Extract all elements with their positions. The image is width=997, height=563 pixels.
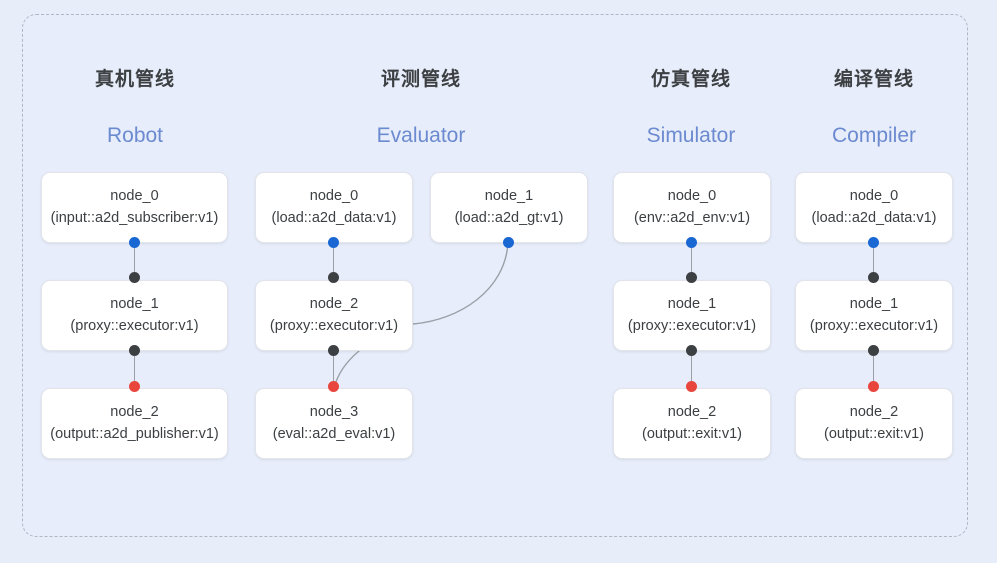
node-name: node_1 bbox=[849, 295, 899, 312]
node-box-robot-0[interactable]: node_0 (input::a2d_subscriber:v1) bbox=[41, 172, 228, 243]
column-title-compiler: 编译管线 bbox=[833, 69, 914, 90]
node-name: node_2 bbox=[849, 403, 899, 420]
node-type: (eval::a2d_eval:v1) bbox=[272, 425, 396, 442]
node-type: (load::a2d_data:v1) bbox=[811, 209, 937, 226]
node-type: (proxy::executor:v1) bbox=[269, 317, 399, 334]
port-input-compiler-2[interactable] bbox=[868, 381, 879, 392]
node-name: node_1 bbox=[667, 295, 717, 312]
port-input-robot-1[interactable] bbox=[129, 272, 140, 283]
port-output-evaluator-1[interactable] bbox=[503, 237, 514, 248]
connector-evaluator-0-2 bbox=[333, 243, 335, 279]
port-output-compiler-1[interactable] bbox=[868, 345, 879, 356]
connector-simulator-0-1 bbox=[691, 243, 693, 279]
port-input-compiler-1[interactable] bbox=[868, 272, 879, 283]
node-box-evaluator-0[interactable]: node_0 (load::a2d_data:v1) bbox=[255, 172, 413, 243]
column-subtitle-compiler: Compiler bbox=[831, 124, 917, 147]
column-title-robot: 真机管线 bbox=[94, 69, 175, 90]
node-name: node_2 bbox=[110, 403, 159, 420]
node-type: (output::exit:v1) bbox=[824, 425, 924, 442]
node-box-compiler-0[interactable]: node_0 (load::a2d_data:v1) bbox=[795, 172, 953, 243]
connector-compiler-1-2 bbox=[873, 351, 875, 387]
port-output-compiler-0[interactable] bbox=[868, 237, 879, 248]
node-box-simulator-2[interactable]: node_2 (output::exit:v1) bbox=[613, 388, 771, 459]
node-box-evaluator-1[interactable]: node_1 (load::a2d_gt:v1) bbox=[430, 172, 588, 243]
node-box-simulator-1[interactable]: node_1 (proxy::executor:v1) bbox=[613, 280, 771, 351]
port-output-evaluator-0[interactable] bbox=[328, 237, 339, 248]
connector-simulator-1-2 bbox=[691, 351, 693, 387]
node-type: (proxy::executor:v1) bbox=[70, 317, 199, 334]
node-name: node_2 bbox=[667, 403, 717, 420]
node-box-simulator-0[interactable]: node_0 (env::a2d_env:v1) bbox=[613, 172, 771, 243]
column-title-evaluator: 评测管线 bbox=[380, 69, 461, 90]
port-output-robot-0[interactable] bbox=[129, 237, 140, 248]
port-output-robot-1[interactable] bbox=[129, 345, 140, 356]
node-name: node_0 bbox=[110, 187, 159, 204]
connector-robot-1-2 bbox=[134, 351, 136, 387]
column-subtitle-simulator: Simulator bbox=[646, 124, 736, 147]
node-type: (output::exit:v1) bbox=[642, 425, 742, 442]
column-title-simulator: 仿真管线 bbox=[650, 69, 731, 90]
column-subtitle-evaluator: Evaluator bbox=[376, 124, 466, 147]
port-output-evaluator-2[interactable] bbox=[328, 345, 339, 356]
port-input-evaluator-3[interactable] bbox=[328, 381, 339, 392]
node-type: (load::a2d_data:v1) bbox=[271, 209, 397, 226]
node-name: node_1 bbox=[484, 187, 534, 204]
node-name: node_3 bbox=[309, 403, 359, 420]
connector-compiler-0-1 bbox=[873, 243, 875, 279]
node-name: node_0 bbox=[849, 187, 899, 204]
port-output-simulator-0[interactable] bbox=[686, 237, 697, 248]
node-type: (proxy::executor:v1) bbox=[627, 317, 757, 334]
connector-robot-0-1 bbox=[134, 243, 136, 279]
node-type: (proxy::executor:v1) bbox=[809, 317, 939, 334]
port-input-robot-2[interactable] bbox=[129, 381, 140, 392]
node-box-robot-1[interactable]: node_1 (proxy::executor:v1) bbox=[41, 280, 228, 351]
port-input-evaluator-2[interactable] bbox=[328, 272, 339, 283]
node-box-compiler-2[interactable]: node_2 (output::exit:v1) bbox=[795, 388, 953, 459]
column-subtitle-robot: Robot bbox=[106, 124, 164, 147]
node-box-evaluator-2[interactable]: node_2 (proxy::executor:v1) bbox=[255, 280, 413, 351]
node-name: node_0 bbox=[667, 187, 717, 204]
node-type: (input::a2d_subscriber:v1) bbox=[50, 209, 219, 226]
node-name: node_1 bbox=[110, 295, 159, 312]
node-name: node_0 bbox=[309, 187, 359, 204]
node-box-robot-2[interactable]: node_2 (output::a2d_publisher:v1) bbox=[41, 388, 228, 459]
node-box-evaluator-3[interactable]: node_3 (eval::a2d_eval:v1) bbox=[255, 388, 413, 459]
port-input-simulator-1[interactable] bbox=[686, 272, 697, 283]
node-type: (env::a2d_env:v1) bbox=[633, 209, 751, 226]
connector-evaluator-2-3 bbox=[333, 351, 335, 387]
node-name: node_2 bbox=[309, 295, 359, 312]
node-type: (load::a2d_gt:v1) bbox=[454, 209, 564, 226]
node-box-compiler-1[interactable]: node_1 (proxy::executor:v1) bbox=[795, 280, 953, 351]
port-output-simulator-1[interactable] bbox=[686, 345, 697, 356]
node-type: (output::a2d_publisher:v1) bbox=[50, 425, 219, 442]
port-input-simulator-2[interactable] bbox=[686, 381, 697, 392]
